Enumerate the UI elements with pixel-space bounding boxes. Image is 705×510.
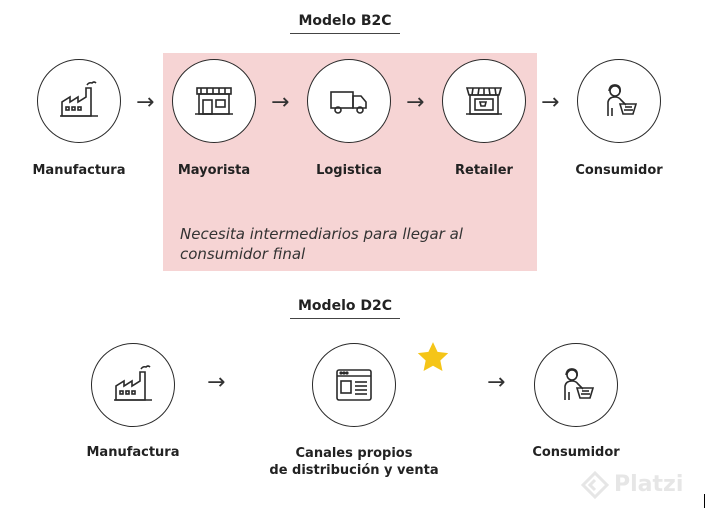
platzi-logo-icon [580,470,610,500]
star-icon [417,342,449,372]
shopper-icon [607,84,638,116]
d2c-consumidor-node [534,343,618,427]
d2c-title: Modelo D2C [290,298,400,319]
warehouse-icon [195,87,233,115]
intermediaries-note-line-1: Necesita intermediarios para llegar al [180,225,463,243]
d2c-arrow-1: → [207,370,226,395]
d2c-canales-node [312,343,396,427]
intermediaries-note-line-2: consumidor final [180,245,306,263]
d2c-canales-label-line-1: Canales propios [295,446,413,461]
shopper-icon [564,368,595,400]
b2c-arrow-1: → [136,90,155,115]
d2c-canales-label-line-2: de distribución y venta [269,463,439,478]
d2c-arrow-2: → [487,370,506,395]
factory-icon [60,81,98,117]
b2c-manufactura-label: Manufactura [32,163,126,178]
b2c-retailer-node [442,59,526,143]
b2c-logistica-node [307,59,391,143]
b2c-title: Modelo B2C [290,13,400,34]
platzi-watermark: Platzi [614,472,684,497]
store-icon [465,87,503,115]
b2c-mayorista-label: Mayorista [177,163,251,178]
d2c-manufactura-label: Manufactura [86,445,180,460]
b2c-consumidor-label: Consumidor [575,163,663,178]
b2c-arrow-4: → [541,90,560,115]
factory-icon [114,365,152,401]
truck-icon [330,91,367,114]
b2c-arrow-2: → [271,90,290,115]
b2c-logistica-label: Logistica [316,163,382,178]
b2c-mayorista-node [172,59,256,143]
browser-window-icon [336,369,372,401]
b2c-retailer-label: Retailer [455,163,513,178]
b2c-consumidor-node [577,59,661,143]
d2c-manufactura-node [91,343,175,427]
d2c-consumidor-label: Consumidor [532,445,620,460]
b2c-arrow-3: → [406,90,425,115]
b2c-manufactura-node [37,59,121,143]
